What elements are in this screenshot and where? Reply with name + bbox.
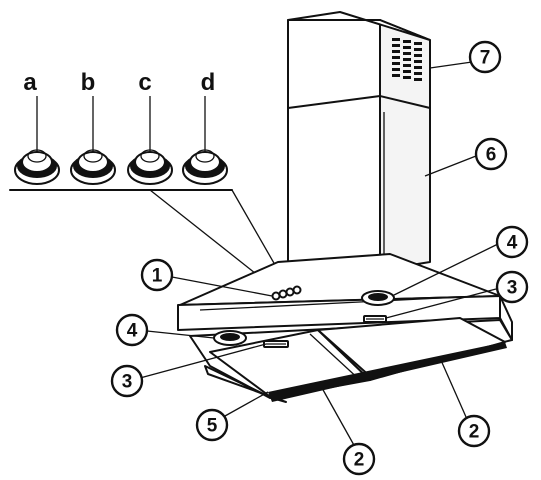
hood-canopy (177, 253, 513, 403)
svg-text:5: 5 (207, 416, 218, 437)
vent-slot (414, 54, 422, 57)
vent-slot (392, 38, 400, 41)
vent-slot (392, 62, 400, 65)
knob-label-a: a (23, 69, 37, 96)
vent-slot (414, 60, 422, 63)
vent-slot (403, 58, 411, 61)
chimney (287, 11, 431, 279)
vent-slot (392, 68, 400, 71)
vent-slot (414, 48, 422, 51)
vent-slot (403, 46, 411, 49)
knob-b (70, 149, 116, 185)
vent-slot (392, 56, 400, 59)
hood-light-right (361, 290, 395, 306)
vent-slot (392, 74, 400, 77)
svg-text:3: 3 (122, 372, 133, 393)
vent-slot (392, 44, 400, 47)
callout-7: 7 (468, 40, 502, 74)
svg-text:7: 7 (480, 48, 491, 69)
vent-slot (403, 40, 411, 43)
callout-5: 5 (195, 408, 229, 442)
svg-text:4: 4 (507, 233, 518, 254)
callout-1: 1 (140, 258, 174, 292)
vent-slot (403, 52, 411, 55)
callout-2-right: 2 (457, 414, 491, 448)
callout-leaders (139, 61, 501, 448)
hood-light-left (213, 330, 247, 346)
vent-slot (414, 72, 422, 75)
knob-label-c: c (138, 69, 151, 96)
vent-slot (414, 42, 422, 45)
vent-slot (414, 78, 422, 81)
svg-text:4: 4 (127, 321, 138, 342)
svg-text:2: 2 (469, 422, 480, 443)
callout-3-right: 3 (495, 270, 529, 304)
callout-3-left: 3 (110, 364, 144, 398)
vent-slot (403, 64, 411, 67)
knob-c (127, 149, 173, 185)
svg-text:1: 1 (152, 266, 163, 287)
vent-slot (392, 50, 400, 53)
svg-text:3: 3 (507, 278, 518, 299)
callout-2-left: 2 (342, 442, 376, 476)
hood-control-buttons (271, 285, 302, 301)
callout-6: 6 (474, 137, 508, 171)
vent-slot (403, 70, 411, 73)
callout-4-left: 4 (115, 313, 149, 347)
knob-label-b: b (81, 69, 96, 96)
filter-handle-right (363, 315, 387, 323)
vent-slot (403, 76, 411, 79)
knob-d (182, 149, 228, 185)
knob-a (14, 149, 60, 185)
chimney-vent-grille (392, 38, 422, 81)
vent-slot (414, 66, 422, 69)
callout-4-right: 4 (495, 225, 529, 259)
knob-label-d: d (201, 69, 216, 96)
filter-handle-left (263, 340, 289, 348)
control-knobs-detail: a b c d (9, 69, 291, 293)
svg-text:2: 2 (354, 450, 365, 471)
svg-text:6: 6 (486, 145, 497, 166)
